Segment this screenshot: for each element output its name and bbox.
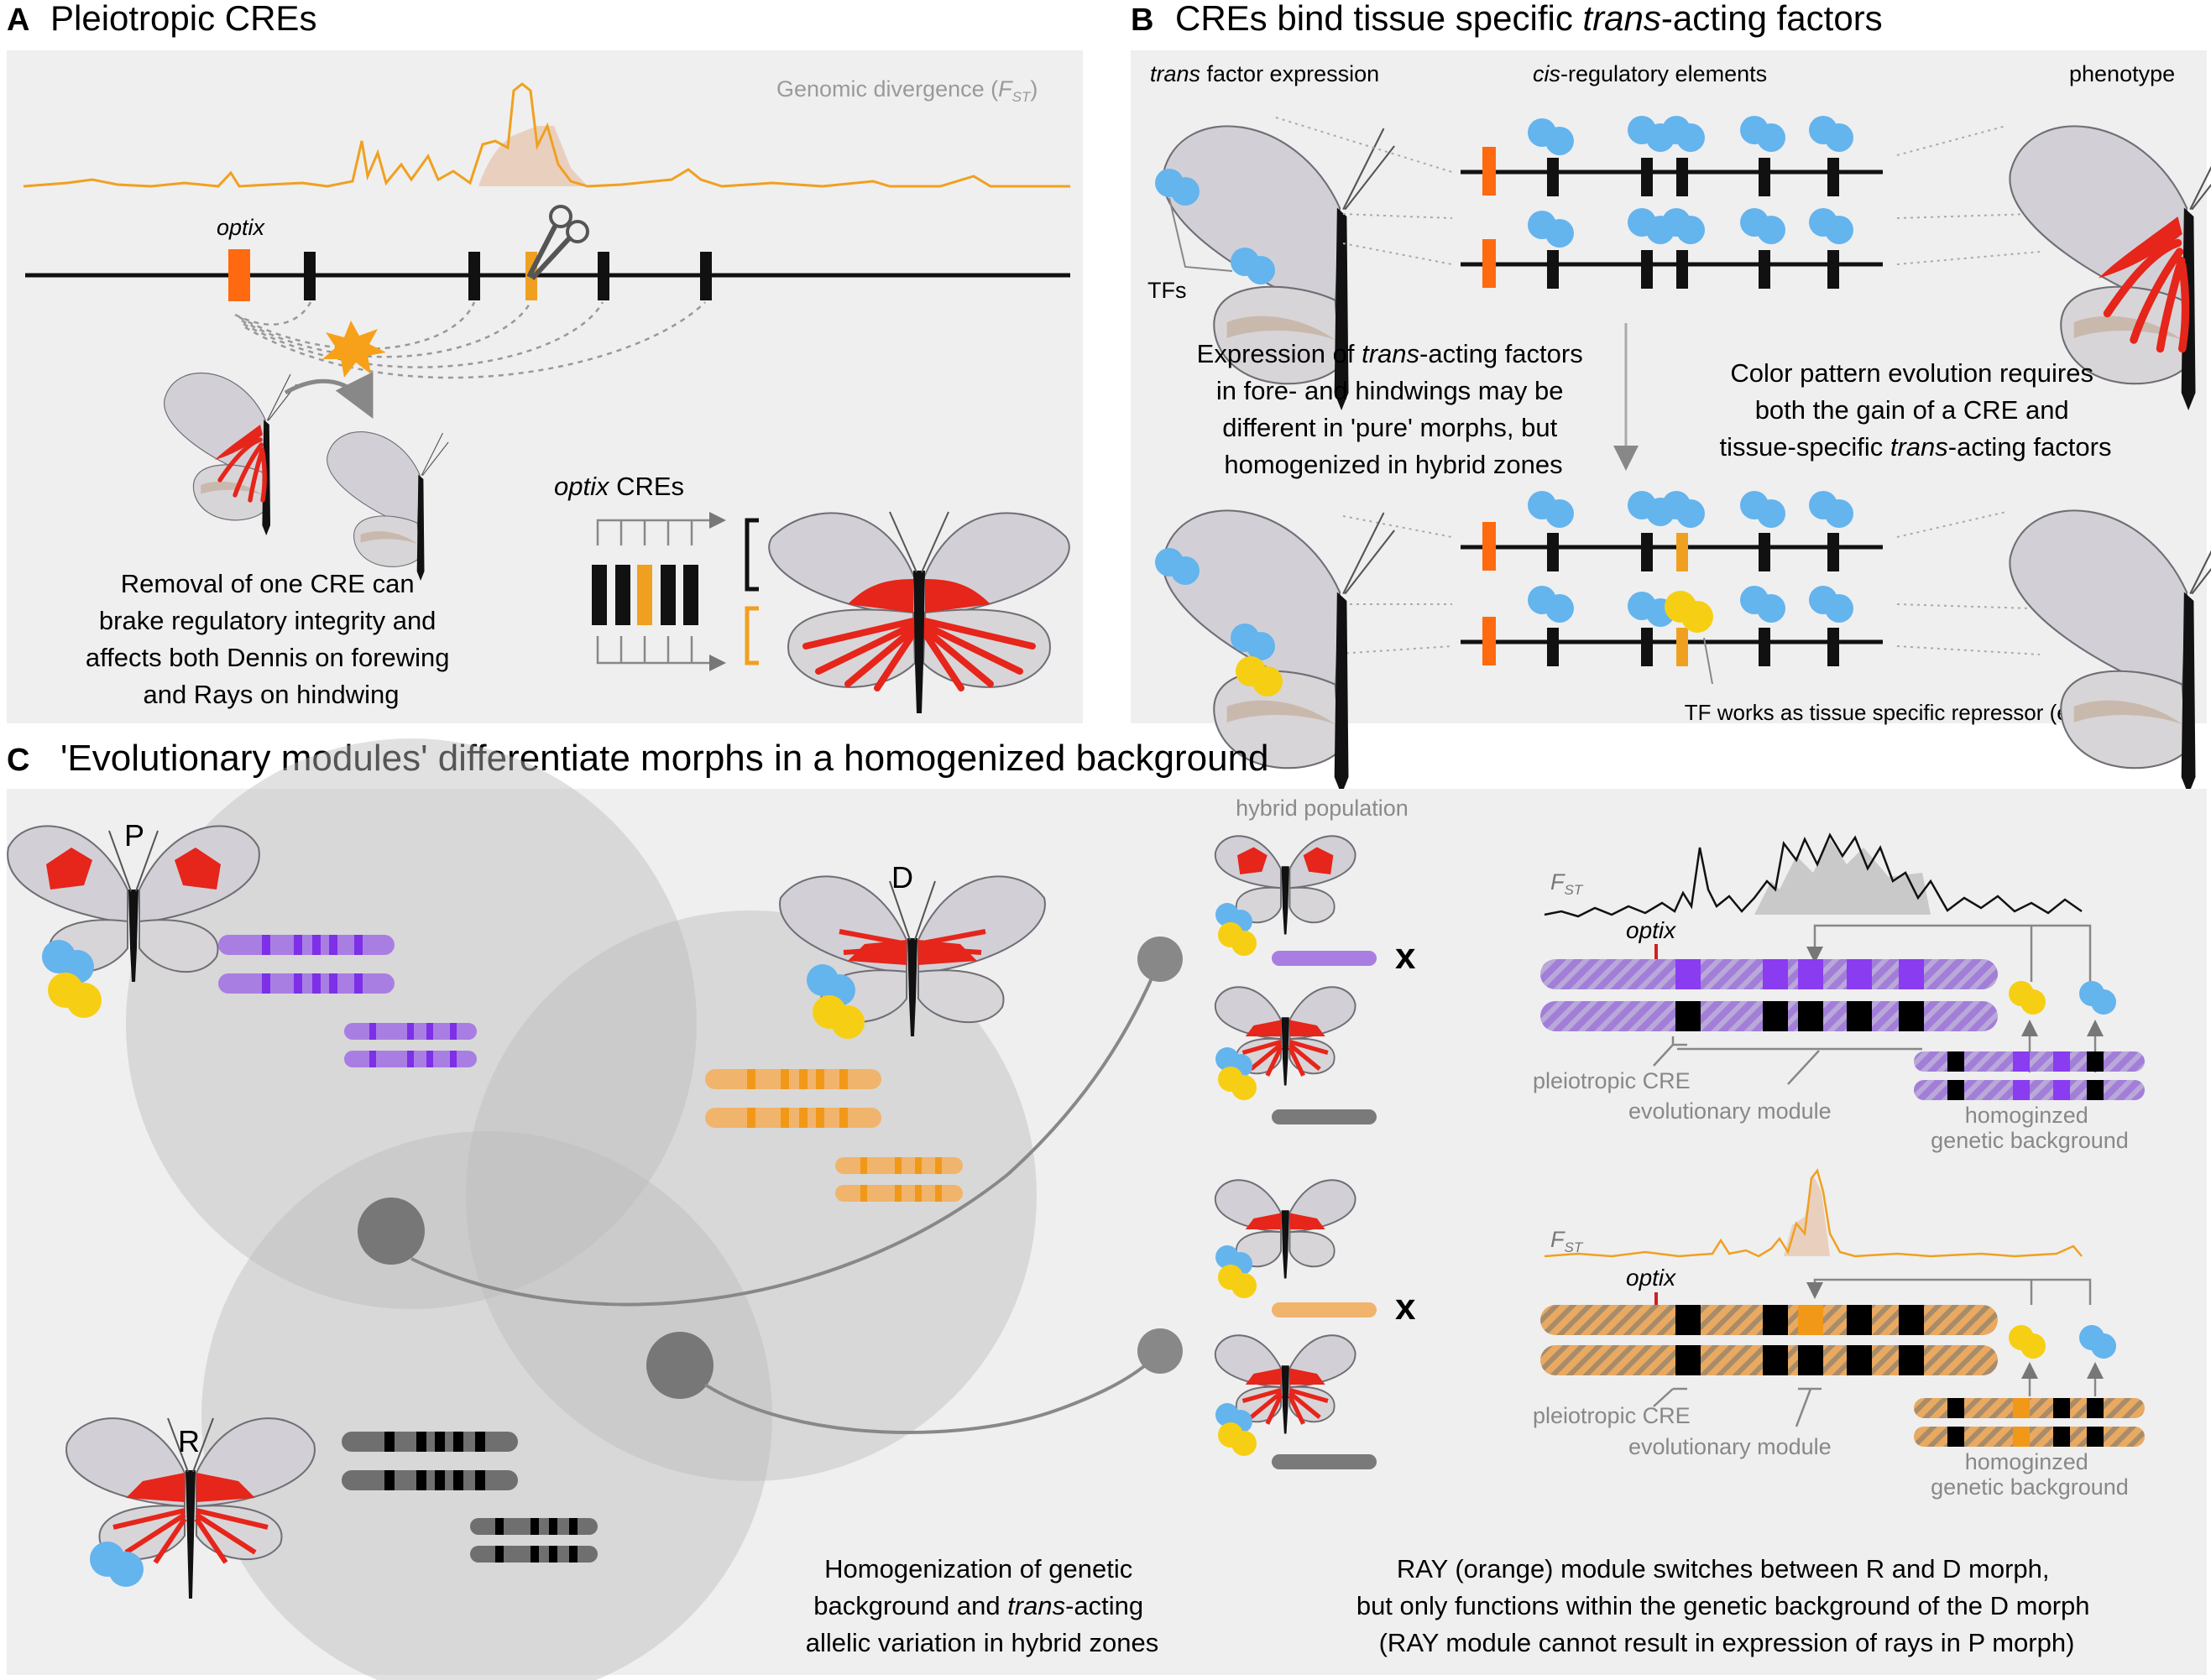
panel-c-title: 'Evolutionary modules' differentiate mor… <box>60 738 1269 779</box>
panel-a-letter: A <box>7 3 29 38</box>
morph-circles <box>126 738 1037 1680</box>
homogenized-label-bottom: homoginzed genetic background <box>1931 1449 2129 1500</box>
panel-a-title: Pleiotropic CREs <box>50 0 316 38</box>
cre-switchboard <box>592 512 759 671</box>
scissors-icon <box>526 205 589 281</box>
morph-d-label: D <box>891 860 913 895</box>
optix-label: optix <box>217 215 266 240</box>
panel-c-letter: C <box>7 743 29 778</box>
column-phenotype-label: phenotype <box>2069 61 2175 86</box>
panel-b-letter: B <box>1131 3 1153 38</box>
panel-a: A Pleiotropic CREs Genomic divergence (F… <box>7 0 1083 723</box>
interaction-arcs <box>234 301 706 379</box>
hub-node <box>646 1332 713 1399</box>
column-trans-label: trans factor expression <box>1150 61 1379 86</box>
panel-b: B CREs bind tissue specific trans-acting… <box>1131 0 2211 796</box>
chromosome-pair-orange <box>1540 1305 1998 1375</box>
color-pattern-caption: Color pattern evolution requires both th… <box>1720 358 2112 462</box>
homogenized-background-orange <box>1914 1398 2145 1447</box>
fst-trace-top <box>1544 832 2083 918</box>
optix-cres-label: optix CREs <box>554 472 684 501</box>
tf-dimer <box>1155 169 1200 206</box>
tf-tetramer <box>1215 1047 1257 1100</box>
trans-expression-caption: Expression of trans-acting factors in fo… <box>1197 339 1591 479</box>
cre-block <box>598 252 609 300</box>
fst-label-bottom: FST <box>1550 1227 1584 1255</box>
cre-block <box>700 252 712 300</box>
tf-dimer <box>1231 248 1275 284</box>
pleiotropic-cre-label-top: pleiotropic CRE <box>1533 1068 1691 1093</box>
hybrid-butterfly-r <box>1215 986 1356 1086</box>
homogenized-background-purple <box>1914 1051 2145 1100</box>
cre-block <box>468 252 480 300</box>
chromosome-bar-r <box>1272 1109 1377 1124</box>
hybrid-population-label: hybrid population <box>1236 796 1409 821</box>
hybrid-butterfly-d <box>1215 1179 1356 1279</box>
morph-p-label: P <box>124 818 144 853</box>
tf-tetramer <box>807 964 865 1039</box>
homogenized-label-top: homoginzed genetic background <box>1931 1103 2129 1153</box>
evolutionary-module-label-top: evolutionary module <box>1628 1098 1832 1124</box>
chromosomes-r <box>342 1432 598 1563</box>
chromosome-bar-p <box>1272 951 1377 966</box>
module-bracket <box>1813 924 2092 982</box>
fst-label-top: FST <box>1550 869 1584 898</box>
panel-c: C 'Evolutionary modules' differentiate m… <box>7 738 2207 1680</box>
fst-trace <box>23 82 1070 188</box>
starburst-icon <box>322 321 386 378</box>
cre-row <box>1461 491 1883 571</box>
connector-line <box>703 1349 1162 1434</box>
chromosome-pair-purple <box>1540 959 1998 1031</box>
chromosome-bar-r2 <box>1272 1454 1377 1469</box>
pleiotropic-cre-label-bottom: pleiotropic CRE <box>1533 1403 1691 1428</box>
tf-yellow <box>2009 981 2046 1015</box>
chromosomes-d <box>705 1069 963 1202</box>
panel-b-title: CREs bind tissue specific trans-acting f… <box>1175 0 1883 38</box>
cre-row <box>1461 116 1883 196</box>
butterfly-morph-p <box>7 825 260 982</box>
cross-symbol: x <box>1395 936 1416 977</box>
tf-dimer <box>90 1542 144 1587</box>
fst-label: Genomic divergence (FST) <box>776 76 1038 105</box>
connector-line <box>410 958 1162 1307</box>
hybrid-butterfly-r2 <box>1215 1334 1356 1434</box>
cre-row-repressed <box>1461 586 1883 666</box>
tf-yellow <box>2009 1325 2046 1359</box>
tf-tetramer <box>1215 1245 1257 1298</box>
butterfly-front-view <box>768 511 1070 713</box>
hub-node <box>358 1197 425 1265</box>
evolutionary-module-label-bottom: evolutionary module <box>1628 1434 1832 1459</box>
cre-block <box>304 252 316 300</box>
chromosome-bar-d <box>1272 1302 1377 1317</box>
ray-module-caption: RAY (orange) module switches between R a… <box>1356 1554 2097 1657</box>
tf-blue <box>2079 1325 2116 1359</box>
panel-a-caption: Removal of one CRE can brake regulatory … <box>86 569 457 709</box>
tf-tetramer <box>42 940 102 1018</box>
chromosomes-p <box>218 935 477 1067</box>
tf-dimer <box>1155 548 1200 585</box>
tfs-label: TFs <box>1147 278 1187 303</box>
tf-blue <box>2079 981 2116 1015</box>
column-cis-label: cis-regulatory elements <box>1533 61 1767 86</box>
hybrid-node <box>1137 937 1183 982</box>
arrow-icon <box>284 372 374 419</box>
optix-label-bottom: optix <box>1626 1265 1676 1291</box>
fst-trace-bottom <box>1544 1168 2083 1258</box>
optix-cre <box>228 249 250 301</box>
cross-symbol: x <box>1395 1286 1416 1328</box>
homogenization-caption: Homogenization of genetic background and… <box>806 1554 1158 1657</box>
tf-tetramer <box>1231 623 1283 697</box>
tf-tetramer <box>1215 1403 1257 1456</box>
tf-tetramer <box>1215 903 1257 956</box>
butterfly-morph-r <box>65 1417 316 1599</box>
morph-r-label: R <box>178 1424 200 1458</box>
hybrid-butterfly-p <box>1215 835 1356 935</box>
optix-label-top: optix <box>1626 917 1676 943</box>
hybrid-node <box>1137 1328 1183 1374</box>
